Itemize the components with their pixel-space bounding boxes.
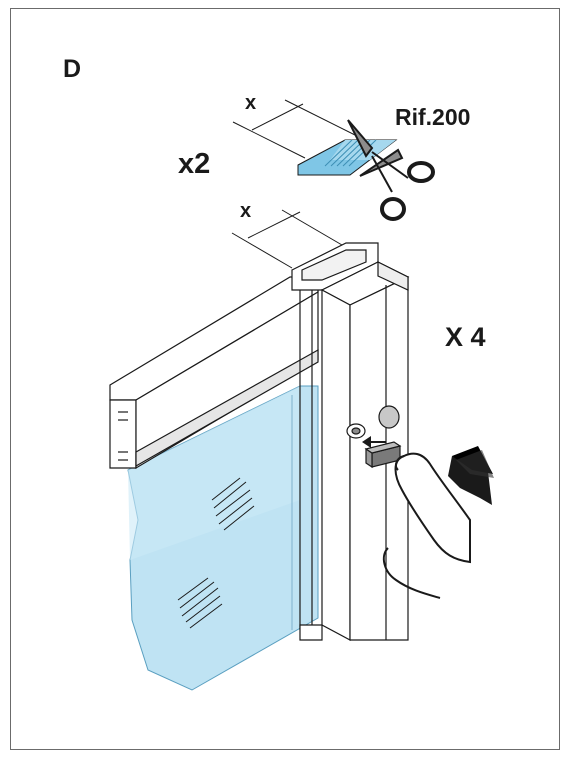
reference-label: Rif.200	[395, 104, 471, 130]
plug-block	[364, 441, 402, 469]
scissors-icon	[347, 119, 435, 221]
insert-arrow-icon	[362, 436, 386, 448]
horizontal-profile	[109, 276, 319, 470]
dimension-lines-top	[232, 99, 358, 159]
step-label: D	[63, 55, 82, 83]
dimension-lines-profile	[231, 209, 343, 269]
push-arrow-icon	[448, 446, 494, 505]
finger-icon	[382, 452, 471, 599]
dimension-label-profile: x	[240, 200, 252, 222]
cut-quantity-label: x2	[178, 148, 211, 180]
instruction-frame	[10, 8, 560, 750]
repeat-count-label: X 4	[445, 322, 486, 352]
fixing-screw	[346, 405, 400, 439]
glass-pane	[127, 385, 319, 691]
dimension-label-top: x	[245, 92, 257, 114]
